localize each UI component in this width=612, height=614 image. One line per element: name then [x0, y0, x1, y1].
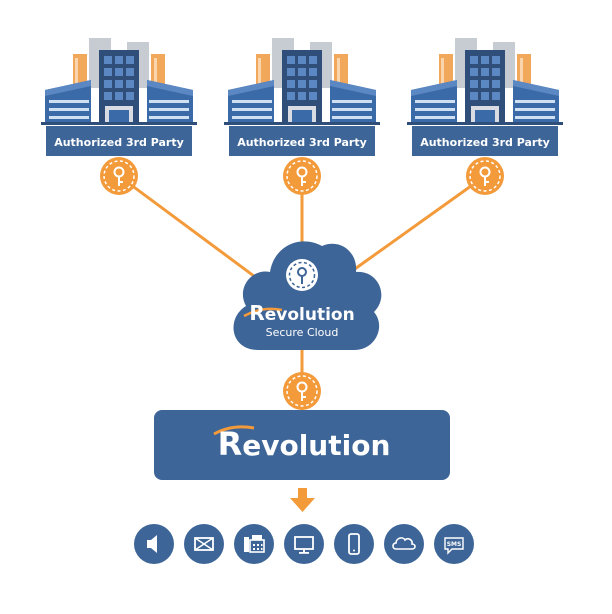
speaker-icon: [134, 524, 174, 564]
party-label-box: [229, 126, 375, 156]
mobile-icon: [334, 524, 374, 564]
party-center: Authorized 3rd Party: [224, 38, 380, 196]
connector-left: [118, 174, 263, 284]
building-icon: [41, 38, 197, 125]
desktop-icon: [284, 524, 324, 564]
party-label: Authorized 3rd Party: [420, 136, 550, 149]
email-icon: [184, 524, 224, 564]
secure-cloud: Revolution Secure Cloud: [233, 241, 382, 350]
party-label-box: [46, 126, 192, 156]
brand-rest: evolution: [265, 305, 355, 325]
party-label: Authorized 3rd Party: [54, 136, 184, 149]
key-icon: [282, 371, 322, 411]
party-left: Authorized 3rd Party: [41, 38, 197, 196]
fax-icon: [234, 524, 274, 564]
svg-text:Revolution: Revolution: [249, 301, 354, 325]
key-icon: [282, 156, 322, 196]
lock-key-icon: [286, 259, 318, 291]
key-icon: [99, 156, 139, 196]
key-icon: [465, 156, 505, 196]
brand-initial: R: [249, 301, 264, 325]
down-arrow-icon: [290, 488, 315, 512]
party-label-box: [412, 126, 558, 156]
brand-rest: evolution: [242, 429, 390, 462]
cloud-brand-logo: Revolution: [243, 301, 355, 325]
sms-label: SMS: [447, 541, 462, 548]
building-icon: [224, 38, 380, 125]
building-icon: [407, 38, 563, 125]
swoosh-icon: [213, 425, 255, 436]
brand-initial: R: [218, 425, 243, 463]
sms-icon: SMS: [434, 524, 474, 564]
party-label: Authorized 3rd Party: [237, 136, 367, 149]
revolution-app-box: Revolution: [154, 410, 450, 480]
channel-icons: SMS: [134, 524, 474, 564]
party-right: Authorized 3rd Party: [407, 38, 563, 196]
svg-text:Revolution: Revolution: [218, 425, 391, 463]
cloud-shape: [233, 241, 382, 350]
connector-right: [344, 174, 486, 278]
cloud-icon: [384, 524, 424, 564]
swoosh-icon: [243, 307, 283, 318]
cloud-subtitle: Secure Cloud: [266, 326, 339, 339]
